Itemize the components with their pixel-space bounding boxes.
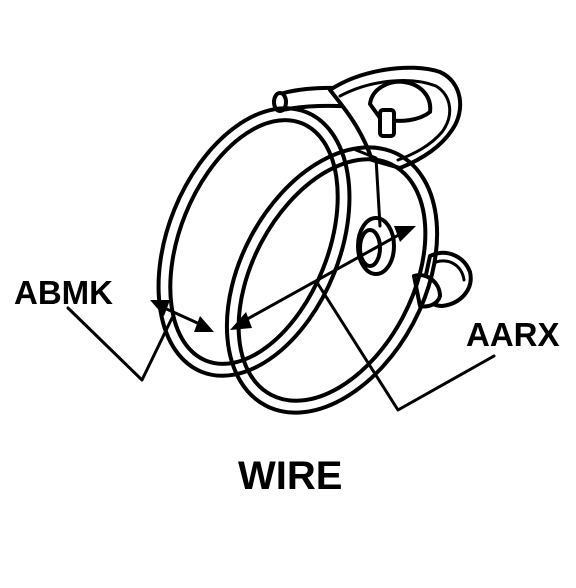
callout-abmk: ABMK xyxy=(14,274,113,311)
aarx-dimension xyxy=(230,226,416,330)
front-ring-outer xyxy=(224,145,440,415)
aarx-leader xyxy=(316,282,496,412)
back-ring-inner xyxy=(168,118,340,366)
abmk-leader xyxy=(66,306,174,382)
clamp-body xyxy=(328,65,462,170)
front-ring-inner xyxy=(236,157,428,403)
diagram-title: WIRE xyxy=(238,454,343,498)
callout-aarx: AARX xyxy=(466,316,560,353)
back-ring-outer xyxy=(156,106,352,378)
abmk-dimension xyxy=(150,300,214,332)
